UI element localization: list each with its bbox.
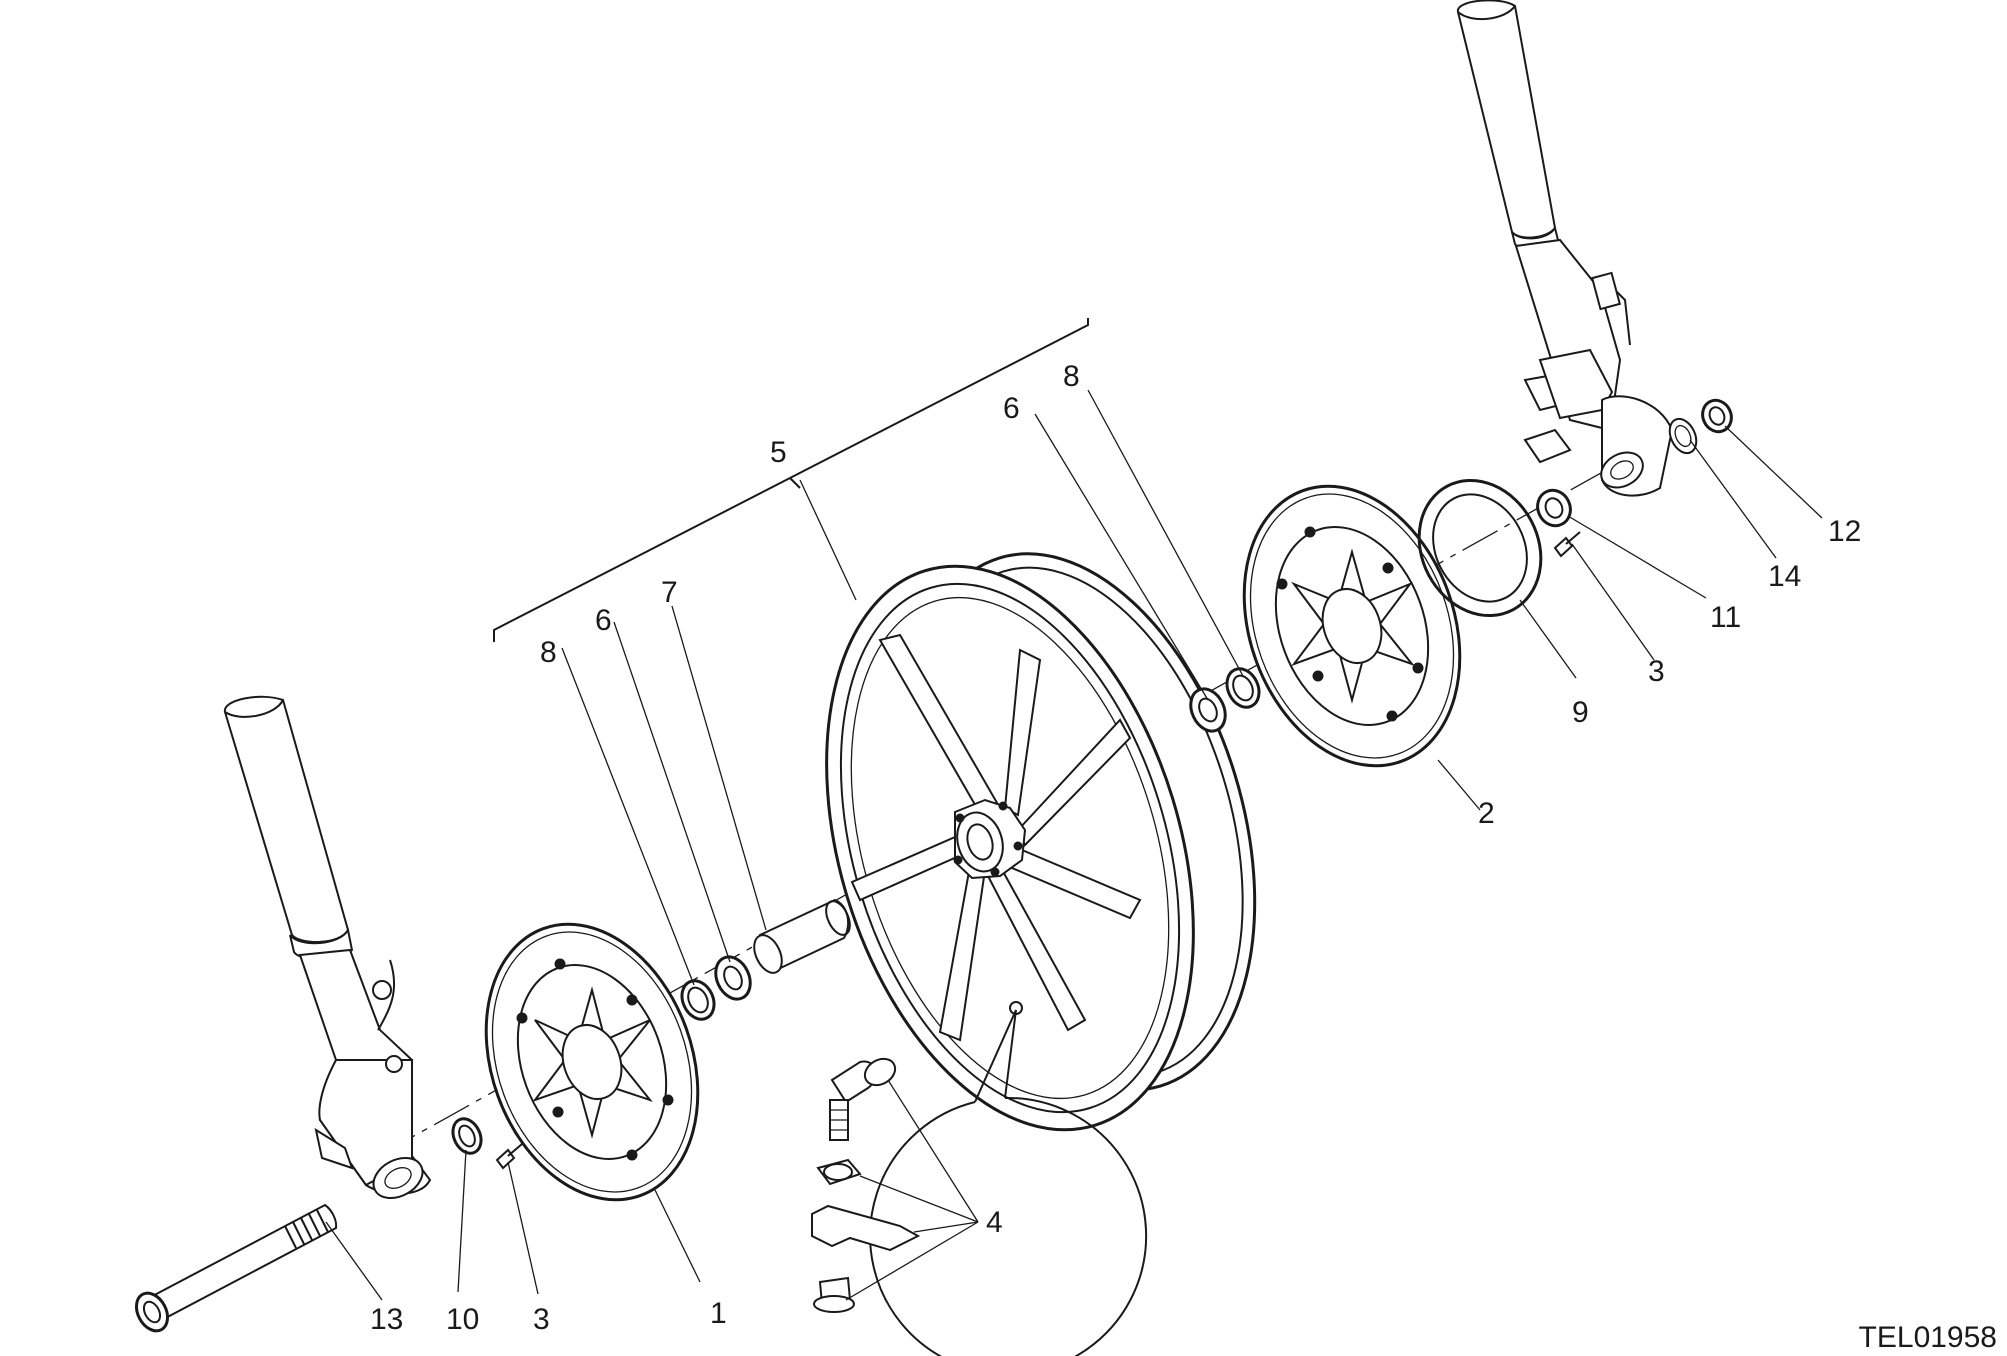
callout-13: 13 <box>370 1303 403 1336</box>
front-wheel <box>825 552 1257 1132</box>
callout-9: 9 <box>1572 696 1589 729</box>
left-brake-disc <box>484 922 700 1202</box>
axle-thread <box>284 1209 329 1249</box>
callout-7: 7 <box>661 576 678 609</box>
callout-2: 2 <box>1478 797 1495 830</box>
left-screw <box>495 1143 523 1170</box>
right-fork-leg <box>1457 0 1674 497</box>
leader-lines <box>325 389 1823 1301</box>
left-washer <box>451 1117 483 1155</box>
callout-14: 14 <box>1768 560 1801 593</box>
right-bearing <box>1189 687 1227 733</box>
callout-4: 4 <box>986 1206 1003 1239</box>
wheel-spacer <box>753 898 851 974</box>
callout-12: 12 <box>1828 515 1861 548</box>
wheel-spokes <box>850 633 1142 1042</box>
callout-1: 1 <box>710 1297 727 1330</box>
right-screw <box>1553 531 1581 558</box>
callout-8-left: 8 <box>540 636 557 669</box>
right-disc-carrier <box>1291 548 1415 704</box>
left-disc-carrier <box>532 986 653 1139</box>
left-seal <box>680 979 716 1021</box>
valve-bracket <box>811 1204 921 1252</box>
valve-stem <box>829 1057 897 1141</box>
valve-insert <box>813 1276 855 1313</box>
callout-3-right: 3 <box>1648 655 1665 688</box>
axle-nut <box>1701 398 1733 434</box>
callout-8-right: 8 <box>1063 360 1080 393</box>
right-brake-disc <box>1242 484 1462 768</box>
abs-tone-ring <box>1417 478 1543 618</box>
callout-3-left: 3 <box>533 1303 550 1336</box>
valve-detail-circle <box>811 1009 1148 1356</box>
valve-nut <box>816 1158 862 1186</box>
right-spacer <box>1536 488 1572 528</box>
left-fork-leg <box>223 695 432 1200</box>
assembly-bracket <box>493 318 1089 642</box>
left-bearing <box>714 955 752 1001</box>
callout-6-right: 6 <box>1003 392 1020 425</box>
wheel-axle <box>134 1203 338 1333</box>
wheel-hub <box>953 798 1027 880</box>
callout-6-left: 6 <box>595 604 612 637</box>
callout-11: 11 <box>1710 601 1741 634</box>
callout-5: 5 <box>770 436 787 469</box>
right-washer <box>1668 417 1698 455</box>
callout-10: 10 <box>446 1303 479 1336</box>
right-seal <box>1225 667 1261 709</box>
drawing-reference-code: TEL01958 <box>1859 1321 1997 1354</box>
